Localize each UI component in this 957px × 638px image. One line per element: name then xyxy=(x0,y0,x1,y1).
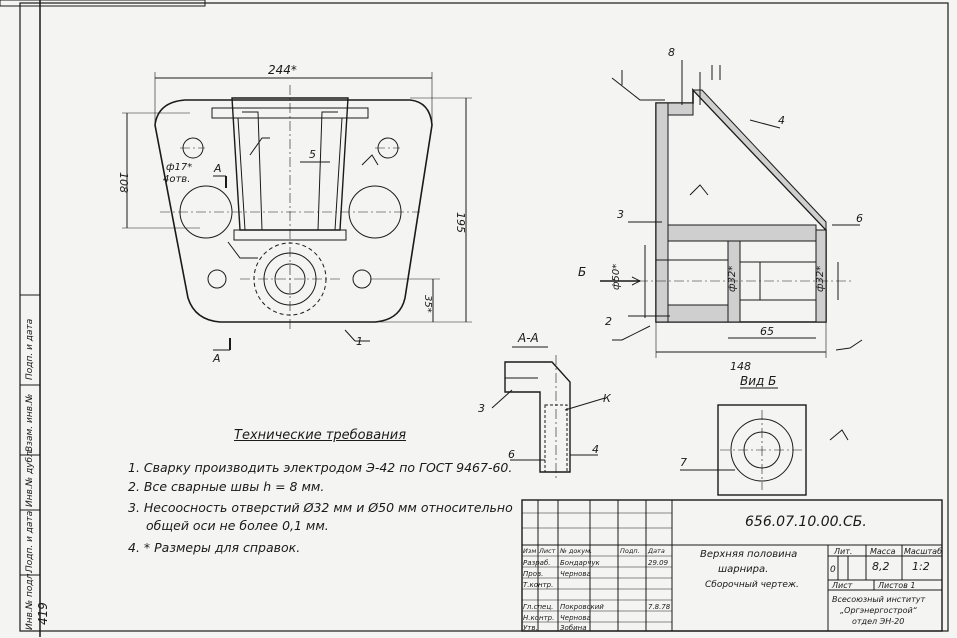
callout-4-section: 4 xyxy=(592,443,599,456)
margin-label-1: Взам. инв.№ xyxy=(25,393,35,452)
callout-3-side: 3 xyxy=(617,208,624,221)
top-corner-box xyxy=(0,0,206,7)
tb-header-3: Подп. xyxy=(620,547,640,555)
large-hole-right xyxy=(348,185,402,239)
view-b-label: Вид Б xyxy=(740,374,776,388)
title-line-3: Сборочный чертеж. xyxy=(705,580,799,590)
callout-5: 5 xyxy=(309,148,316,161)
dim-dia32-b: ф32* xyxy=(815,266,826,292)
requirements-heading: Технические требования xyxy=(234,428,407,443)
hole-count: 4отв. xyxy=(163,174,190,185)
org-line-1: Всесоюзный институт xyxy=(832,595,925,604)
tb-date-3: 7.8.78 xyxy=(648,603,671,611)
section-aa-label: А-А xyxy=(517,331,539,345)
org-line-2: „Оргэнергострой“ xyxy=(840,606,918,615)
callout-3-section: 3 xyxy=(478,402,485,415)
tb-name-0: Бондарчук xyxy=(560,559,601,567)
title-block xyxy=(521,499,943,632)
callout-6-section: 6 xyxy=(508,448,515,461)
mass-header: Масса xyxy=(870,547,896,556)
tb-role-0: Разраб. xyxy=(523,559,551,567)
dim-dia50: ф50* xyxy=(611,264,622,290)
section-aa xyxy=(491,346,606,480)
dim-dia32-a: ф32* xyxy=(727,266,738,292)
dim-35: 35* xyxy=(422,295,433,313)
hole-bottom-right xyxy=(352,269,372,289)
dim-148: 148 xyxy=(730,360,751,373)
hole-bottom-left xyxy=(207,269,227,289)
margin-stamp xyxy=(19,294,41,632)
lit-value: 0 xyxy=(830,565,836,575)
plate-outline xyxy=(154,99,433,323)
weld-mark-k: К xyxy=(603,392,612,405)
mass-value: 8,2 xyxy=(872,560,890,573)
margin-label-3: Подп. и дата xyxy=(25,510,35,572)
boss-bore xyxy=(274,263,306,295)
margin-sheet-no: 419 xyxy=(36,602,50,625)
sheet-label: Лист xyxy=(831,581,853,590)
bottom-bar xyxy=(233,229,347,241)
tb-header-4: Дата xyxy=(647,547,665,555)
callout-6-side: 6 xyxy=(856,212,863,225)
main-view xyxy=(122,72,472,351)
tb-header-0: Изм xyxy=(523,547,536,555)
tb-name-3: Покровский xyxy=(560,603,604,611)
scale-header: Масштаб xyxy=(904,547,942,556)
requirement-3: 3. Несоосность отверстий Ø32 мм и Ø50 мм… xyxy=(128,500,513,515)
tb-role-5: Утв. xyxy=(523,624,538,632)
top-bar xyxy=(211,107,369,119)
sheets-label: Листов 1 xyxy=(877,581,916,590)
dim-108: 108 xyxy=(117,172,130,193)
section-arrow-a-bottom: А xyxy=(212,352,221,365)
dim-244: 244* xyxy=(268,63,297,77)
callout-7: 7 xyxy=(680,456,687,469)
sheet-frame xyxy=(19,2,949,632)
tb-role-4: Н.контр. xyxy=(523,614,554,622)
title-line-1: Верхняя половина xyxy=(700,549,797,560)
lit-header: Лит. xyxy=(833,547,852,556)
tb-name-1: Чернова xyxy=(560,570,591,578)
requirement-3-cont: общей оси не более 0,1 мм. xyxy=(146,518,329,533)
drawing-number: 656.07.10.00.СБ. xyxy=(745,514,867,530)
tb-header-2: № докум. xyxy=(559,547,592,555)
tb-name-5: Зобина xyxy=(560,624,587,632)
arrow-b-label: Б xyxy=(578,265,586,279)
title-line-2: шарнира. xyxy=(718,564,768,575)
tb-role-1: Пров. xyxy=(523,570,543,578)
section-arrow-a-top: А xyxy=(213,162,222,175)
dim-65: 65 xyxy=(760,325,774,338)
scale-value: 1:2 xyxy=(912,560,930,573)
view-b xyxy=(680,387,849,496)
requirement-4: 4. * Размеры для справок. xyxy=(128,540,301,555)
org-line-3: отдел ЭН-20 xyxy=(852,617,904,626)
side-view xyxy=(600,60,863,358)
margin-label-4: Инв.№ подл. xyxy=(25,570,35,630)
callout-1: 1 xyxy=(356,335,363,348)
margin-label-0: Подп. и дата xyxy=(25,318,35,380)
tb-date-0: 29.09 xyxy=(648,559,669,567)
tb-role-2: Т.контр. xyxy=(523,581,553,589)
margin-label-2: Инв.№ дубл. xyxy=(25,448,35,507)
tb-role-3: Гл.спец. xyxy=(523,603,553,611)
dim-195: 195 xyxy=(454,212,467,233)
tb-name-4: Чернова xyxy=(560,614,591,622)
tb-header-1: Лист xyxy=(538,547,556,555)
requirement-1: 1. Сварку производить электродом Э-42 по… xyxy=(128,460,513,475)
callout-4-side: 4 xyxy=(778,114,785,127)
requirement-2: 2. Все сварные швы h = 8 мм. xyxy=(128,479,325,494)
callout-2: 2 xyxy=(605,315,612,328)
hole-note: ф17* xyxy=(166,162,192,173)
callout-8: 8 xyxy=(668,46,675,59)
